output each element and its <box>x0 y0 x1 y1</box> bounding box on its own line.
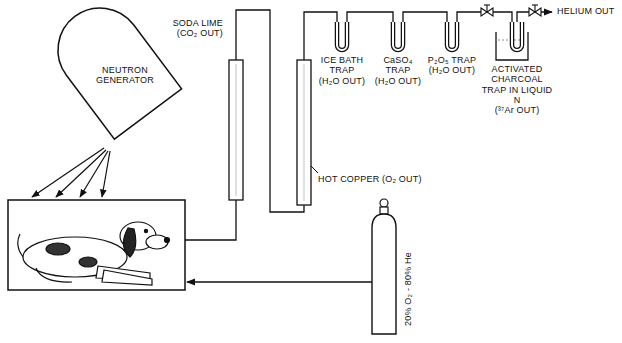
label-block: HOT COPPER (O₂ OUT) <box>318 174 422 184</box>
packed-column <box>297 60 311 205</box>
hot-copper-column-outline <box>297 60 311 205</box>
neutron-generator: NEUTRON GENERATOR <box>50 5 190 145</box>
label-block: SODA LIME(CO₂ OUT) <box>153 18 223 39</box>
u-tube-bore <box>447 22 457 50</box>
node-label: ACTIVATED CHARCOAL TRAP IN LIQUID N <box>481 64 553 105</box>
gas-cylinder-outline <box>370 198 398 335</box>
packed-column <box>229 60 243 200</box>
valve-symbol <box>481 5 493 16</box>
label-block: CaSO₄ TRAP(H₂O OUT) <box>373 55 423 86</box>
node-label: CaSO₄ TRAP <box>373 55 423 76</box>
u-tube-bore <box>393 22 403 50</box>
node-label: (H₂O OUT) <box>317 76 367 86</box>
soda-lime-column: SODA LIME(CO₂ OUT) <box>229 60 243 200</box>
exposure-chamber <box>8 200 185 290</box>
caso4-trap-outline <box>391 22 405 50</box>
ice-bath-trap: ICE BATH TRAP(H₂O OUT) <box>335 22 349 50</box>
label-block: ACTIVATED CHARCOAL TRAP IN LIQUID N(³⁷Ar… <box>481 64 553 116</box>
gas-cylinder: 20% O₂ - 80% He <box>370 198 398 335</box>
node-label: NEUTRON GENERATOR <box>85 65 165 86</box>
p2o5-trap: P₂O₅ TRAP(H₂O OUT) <box>445 22 459 50</box>
outlet-label: HELIUM OUT <box>557 6 615 16</box>
label-block: ICE BATH TRAP(H₂O OUT) <box>317 55 367 86</box>
dog-figure <box>18 222 170 285</box>
u-tube-wall <box>337 22 347 50</box>
cylinder-body <box>372 214 396 334</box>
node-label: ICE BATH TRAP <box>317 55 367 76</box>
node-label: HOT COPPER (O₂ OUT) <box>318 174 422 184</box>
node-label: (H₂O OUT) <box>427 65 477 75</box>
gas-pipe <box>403 12 447 22</box>
label-block: P₂O₅ TRAP(H₂O OUT) <box>427 55 477 76</box>
u-tube-wall <box>393 22 403 50</box>
supply-pipe <box>187 281 372 282</box>
u-tube-wall <box>512 22 522 50</box>
node-label: 20% O₂ - 80% He <box>403 252 413 326</box>
node-label: (CO₂ OUT) <box>153 28 223 38</box>
charcoal-trap-outline <box>510 22 524 50</box>
label-block: NEUTRON GENERATOR <box>85 65 165 86</box>
outlet-pipe <box>185 200 236 240</box>
exhaust-pipe <box>517 12 552 22</box>
leader-line <box>311 166 318 173</box>
cylinder-neck <box>380 207 388 214</box>
u-tube-wall <box>447 22 457 50</box>
u-tube-bore <box>512 22 522 50</box>
soda-lime-column-outline <box>229 60 243 200</box>
caso4-trap: CaSO₄ TRAP(H₂O OUT) <box>391 22 405 50</box>
generator-housing <box>58 8 182 139</box>
label-block: 20% O₂ - 80% He <box>403 252 413 326</box>
ice-bath-trap-outline <box>335 22 349 50</box>
valve-symbol <box>529 5 541 16</box>
node-label: (H₂O OUT) <box>373 76 423 86</box>
cylinder-valve <box>380 199 388 207</box>
hot-copper-column: HOT COPPER (O₂ OUT) <box>297 60 311 205</box>
charcoal-trap: ACTIVATED CHARCOAL TRAP IN LIQUID N(³⁷Ar… <box>510 22 524 50</box>
gas-pipe <box>304 12 337 60</box>
node-label: P₂O₅ TRAP <box>427 55 477 65</box>
p2o5-trap-outline <box>445 22 459 50</box>
u-tube-bore <box>337 22 347 50</box>
node-label: SODA LIME <box>153 18 223 28</box>
gas-pipe <box>236 10 304 212</box>
column-core <box>236 64 237 196</box>
node-label: (³⁷Ar OUT) <box>481 105 553 115</box>
neutron-beams <box>32 148 110 197</box>
gas-pipe <box>347 12 393 22</box>
column-core <box>304 64 305 201</box>
